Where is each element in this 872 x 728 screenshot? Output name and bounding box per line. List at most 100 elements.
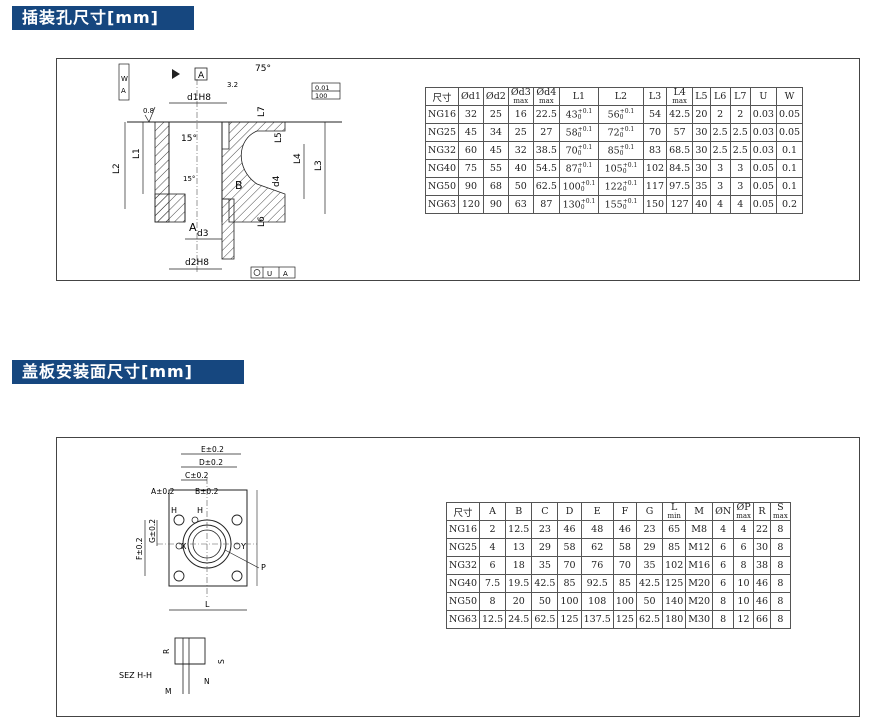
cavity-drawing: A d1H8 15° 75° 3.2 0.8 0.01 100 W A L2 L…: [112, 63, 342, 279]
table-cell: 2: [478, 520, 507, 539]
header-cell: C: [531, 502, 559, 521]
row-label-cell: NG32: [425, 141, 459, 160]
table-cell: 23: [635, 520, 664, 539]
section-title-cavity: 插装孔尺寸[mm]: [12, 6, 194, 30]
table-cell: 0.2: [775, 195, 804, 214]
table-cell: 2.5: [709, 123, 731, 142]
row-label-cell: NG16: [425, 105, 459, 124]
table-cell: 48: [580, 520, 614, 539]
table-cell: 42.5: [531, 574, 559, 593]
header-cell: 尺寸: [446, 502, 480, 521]
table-cell: 70: [612, 556, 637, 575]
dim-l6: L6: [257, 216, 267, 227]
hframe-u: U: [267, 270, 272, 278]
table-cell: 125: [662, 574, 687, 593]
table-cell: 150: [642, 195, 668, 214]
row-label-cell: NG63: [425, 195, 459, 214]
table-cell: 8: [770, 592, 791, 611]
table-cell: 180: [662, 610, 687, 629]
row-label-cell: NG50: [446, 592, 480, 611]
table-cell: 0.05: [775, 123, 804, 142]
table-cell: 0.03: [749, 141, 777, 160]
header-cell: R: [752, 502, 772, 521]
table-cell: 90: [482, 195, 509, 214]
table-cell: 54.5: [532, 159, 560, 178]
table-cell: 30: [692, 123, 711, 142]
row-label-cell: NG40: [425, 159, 459, 178]
header-cell: F: [612, 502, 637, 521]
table-cell: 45: [458, 123, 484, 142]
table-cell: 30: [692, 159, 711, 178]
zone-a: A: [189, 221, 197, 234]
table-cell: 8: [770, 538, 791, 557]
angle-15b: 15°: [183, 175, 195, 183]
table-cell: 35: [635, 556, 664, 575]
table-cell: 20: [692, 105, 711, 124]
table-cell: M16: [685, 556, 714, 575]
table-cell: 20: [505, 592, 533, 611]
table-cell: 0.03: [749, 123, 777, 142]
table-cell: 40: [507, 159, 534, 178]
table-cell: 62: [580, 538, 614, 557]
table-cell: 0.1: [775, 159, 804, 178]
table-cell: 42.5: [635, 574, 664, 593]
table-cell: 3: [709, 177, 731, 196]
dim-l: L: [205, 600, 210, 609]
table-cell: 0.05: [775, 105, 804, 124]
dim-g: G±0.2: [148, 519, 157, 543]
table-cell: 4: [709, 195, 731, 214]
table-cell: 50: [531, 592, 559, 611]
header-cell: Ød1: [458, 87, 484, 106]
table-cell: 8: [712, 610, 735, 629]
rough-08: 0.8: [143, 107, 154, 115]
table-cell: 19.5: [505, 574, 533, 593]
dim-c: C±0.2: [185, 471, 209, 480]
table-cell: 35: [531, 556, 559, 575]
table-cell: 46: [557, 520, 582, 539]
table-cell: 57: [666, 123, 694, 142]
table-cell: 84.5: [666, 159, 694, 178]
header-cell: L5: [692, 87, 711, 106]
flatness-value: 0.01: [315, 84, 329, 92]
dim-l7: L7: [257, 106, 267, 117]
table-cell: 62.5: [532, 177, 560, 196]
table-cell: 18: [505, 556, 533, 575]
table-cell: 6: [712, 556, 735, 575]
table-cell: 92.5: [580, 574, 614, 593]
table-cell: 4: [712, 520, 735, 539]
table-cell: 3: [729, 159, 751, 178]
table-cell: 4: [733, 520, 754, 539]
row-label-cell: NG25: [425, 123, 459, 142]
dim-d: D±0.2: [199, 458, 223, 467]
table-cell: 8: [733, 556, 754, 575]
dim-a: A±0.2: [151, 487, 175, 496]
label-r: R: [162, 649, 171, 654]
header-cell: A: [478, 502, 507, 521]
table-cell: 102: [642, 159, 668, 178]
table-cell: 100: [612, 592, 637, 611]
table-cell: 90: [458, 177, 484, 196]
cover-drawing: E±0.2 D±0.2 C±0.2 A±0.2 B±0.2 F±0.2 G±0.…: [119, 445, 266, 696]
table-cell: 100: [557, 592, 582, 611]
header-cell: L7: [729, 87, 751, 106]
label-m: M: [165, 687, 171, 696]
dim-l5: L5: [274, 132, 284, 143]
table-cell: 45: [482, 141, 509, 160]
table-cell: 58: [612, 538, 637, 557]
table-cell: 55: [482, 159, 509, 178]
table-cell: 83: [642, 141, 668, 160]
